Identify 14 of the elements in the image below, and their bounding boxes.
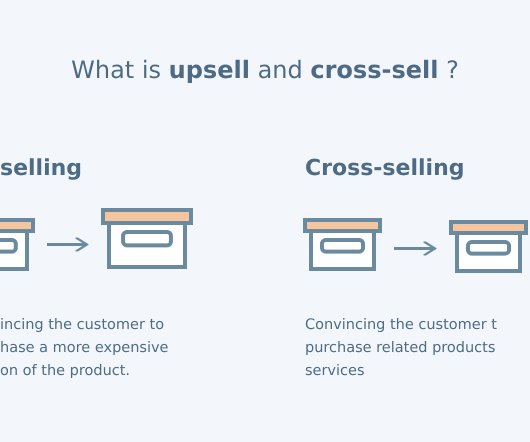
heading: Cross-selling (305, 156, 464, 181)
title: What is upsell and cross-sell ? (70, 56, 460, 84)
arrow (394, 240, 436, 257)
description-line: incing the customer to (0, 317, 164, 333)
storage-box-icon (101, 208, 193, 269)
arrow (47, 236, 88, 253)
description-line: on of the product. (0, 363, 130, 379)
description-line: purchase related products (305, 340, 496, 356)
description-line: hase a more expensive (0, 340, 168, 356)
storage-box-icon (449, 220, 528, 273)
description-line: services (305, 363, 364, 379)
heading: selling (0, 156, 82, 181)
description-line: Convincing the customer t (305, 317, 497, 333)
storage-box-icon (303, 218, 382, 271)
